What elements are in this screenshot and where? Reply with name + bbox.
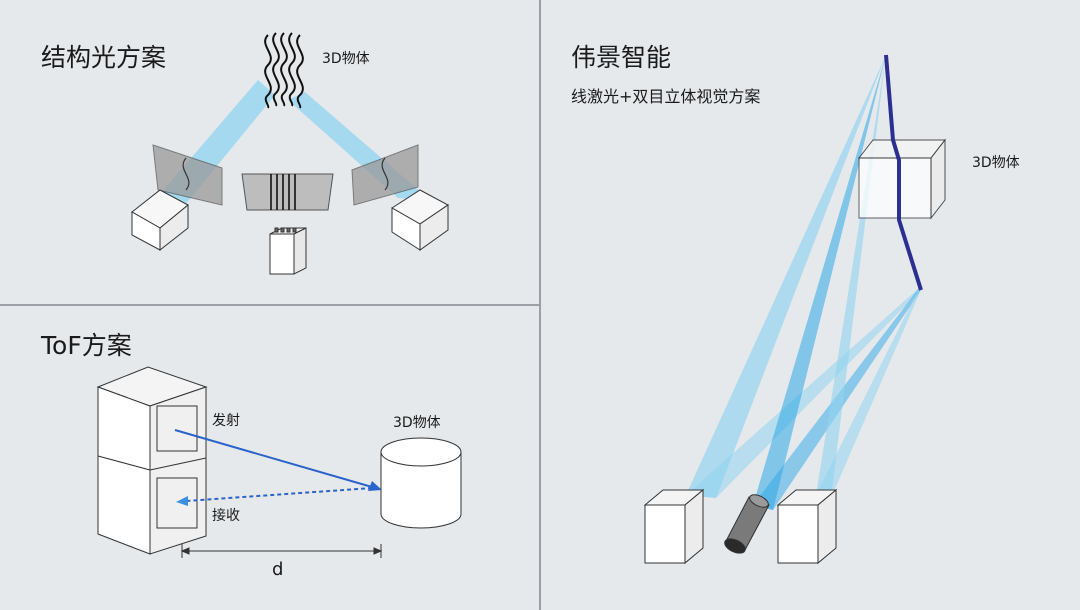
tof-drawing [96,366,462,558]
receive-label: 接收 [212,508,240,524]
weijing-drawing [643,54,947,565]
weijing-subtitle: 线激光+双目立体视觉方案 [571,87,761,106]
laser-beams [686,55,921,510]
left-camera-cube [131,189,189,252]
right-camera-cube [391,189,449,251]
tof-object-label: 3D物体 [393,415,441,431]
laser-emitter [724,494,770,554]
laser-line [884,54,923,291]
left-camera-cube [643,488,705,565]
horizontal-divider [0,304,540,306]
weijing-object-label: 3D物体 [972,155,1020,171]
distance-label: d [272,559,284,580]
structured-light-object-label: 3D物体 [322,51,370,67]
cylinder-object [380,437,462,529]
emit-arrow [174,429,373,488]
right-camera-cube [776,488,838,565]
weijing-panel: 伟景智能 线激光+双目立体视觉方案 3D物体 [541,0,1080,610]
receive-arrow [185,487,373,502]
tof-title: ToF方案 [41,331,132,360]
stripe-pattern-icon [270,174,296,210]
wavy-object-icon [264,32,304,109]
vertical-divider [539,0,541,610]
structured-light-panel: 结构光方案 3D物体 [0,0,539,304]
distance-marker [180,544,383,558]
structured-light-drawing [131,32,449,275]
weijing-object-cube [857,138,947,220]
projector-icon [269,227,307,275]
emit-label: 发射 [212,413,240,429]
tof-device [96,366,208,555]
center-pattern-screen [241,173,334,211]
weijing-title: 伟景智能 [571,43,672,72]
structured-light-title: 结构光方案 [41,43,167,72]
tof-panel: ToF方案 3D物体 发射 接收 d [0,306,539,610]
left-screen [152,144,223,206]
